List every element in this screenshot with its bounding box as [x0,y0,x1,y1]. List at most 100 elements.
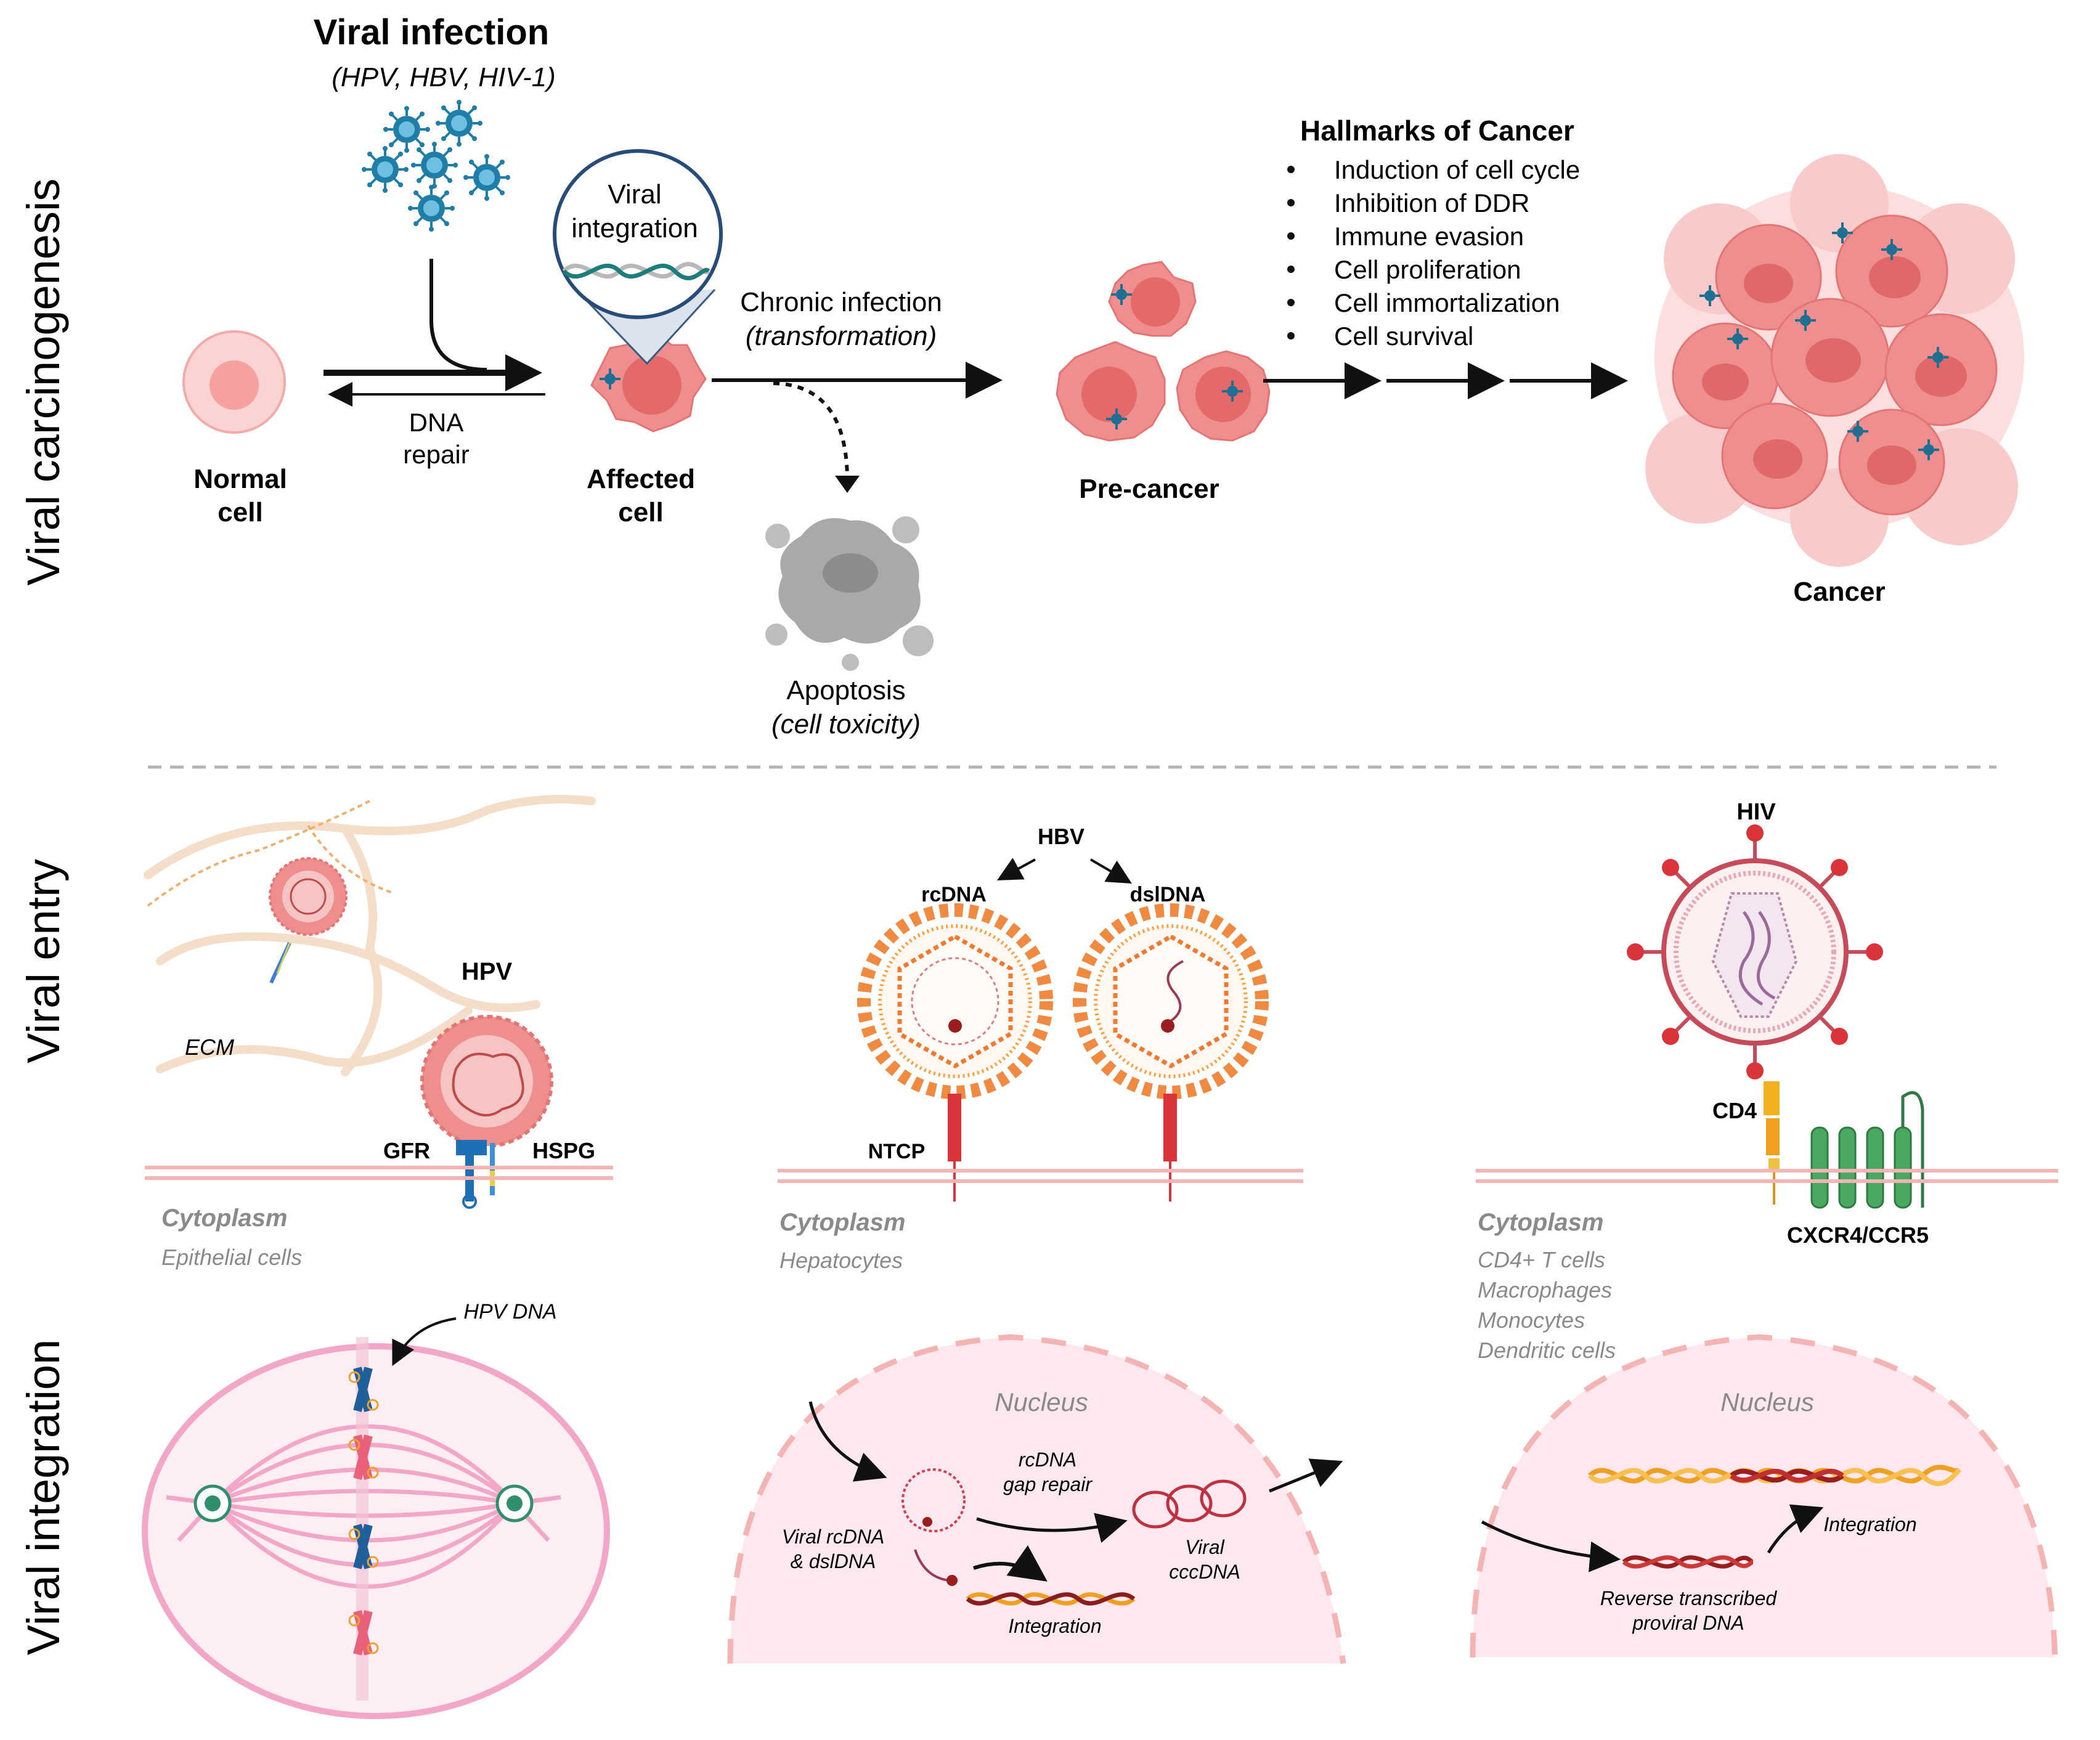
chromosome-pink [348,1610,379,1656]
hpv-virion [420,1015,553,1148]
rcdna-label: rcDNA [921,883,987,906]
cytoplasm-label-hbv: Cytoplasm [779,1209,906,1236]
cytoplasm-label-hiv: Cytoplasm [1478,1209,1604,1236]
hbv-arrow-right [1089,858,1132,884]
apoptosis-sub-label: (cell toxicity) [771,709,921,739]
normal-cell-label-2: cell [218,497,262,527]
cell-type-hiv: Monocytes [1478,1307,1585,1333]
apoptosis-label: Apoptosis [786,675,905,705]
hpv-dna-arrow [392,1317,457,1367]
membrane-hepatocyte [778,1169,1303,1183]
viral-rcdna-label-1: Viral rcDNA [782,1526,885,1548]
precancer-cells [1056,261,1271,442]
hpv-dna-label: HPV DNA [463,1300,556,1323]
dsldna-strand [914,1549,950,1582]
integrated-dna-hiv [1588,1465,1961,1486]
hbv-virion-rcdna [857,903,1053,1099]
chromosome-blue [348,1367,379,1412]
hbv-virion-dsldna [1073,903,1269,1099]
cell-type-hiv: Dendritic cells [1478,1338,1616,1363]
dna-repair-label-2: repair [403,440,469,469]
hbv-arrow-left [996,858,1036,880]
chronic-infection-label-1: Chronic infection [740,287,942,317]
gap-repair-label-2: gap repair [1003,1473,1093,1495]
ecm-label: ECM [185,1035,234,1060]
gfr-label: GFR [383,1138,430,1163]
cancer-label: Cancer [1793,577,1885,607]
hiv-nucleus [1470,1334,2058,1658]
apoptosis-dotted-arrow [773,381,849,481]
proviral-label-2: proviral DNA [1632,1612,1744,1634]
hpv-virion-small [269,857,348,984]
hallmark-item: Cell immortalization [1334,288,1560,317]
ntcp-receptors [948,1094,1177,1201]
coreceptor-label: CXCR4/CCR5 [1787,1222,1929,1248]
hiv-entry-arrow [1481,1520,1621,1572]
viral-rcdna-label-2: & dslDNA [791,1550,876,1572]
section-label-integration: Viral integration [18,1340,69,1656]
cccdna-icon [1132,1479,1247,1529]
virus-cluster-icon [360,99,511,233]
hiv-virus-label: HIV [1736,799,1776,825]
dna-repair-label-1: DNA [409,408,464,437]
cytoplasm-label-hpv: Cytoplasm [161,1205,288,1232]
hallmark-item: Cell proliferation [1334,255,1521,284]
hbv-nucleus [727,1334,1346,1664]
hallmarks-title: Hallmarks of Cancer [1300,115,1574,147]
cell-type-hiv: CD4+ T cells [1478,1247,1605,1272]
section-label-carcinogenesis: Viral carcinogenesis [18,179,69,586]
ntcp-label: NTCP [868,1140,926,1163]
hallmark-item: Induction of cell cycle [1334,155,1580,184]
hiv-nucleus-label: Nucleus [1720,1388,1814,1417]
hpv-receptors [456,1140,495,1209]
integration-arrow-hbv [973,1545,1048,1582]
integration-arrow-hiv [1767,1504,1824,1554]
coreceptor-icon [1810,1091,1924,1209]
membrane-epithelial [145,1166,613,1180]
integration-label-hiv: Integration [1823,1513,1916,1535]
normal-cell-label-1: Normal [193,464,287,494]
hbv-entry-arrow [808,1401,887,1482]
membrane-immune-cell [1476,1169,2058,1183]
mitotic-cell [142,1337,610,1719]
proviral-dna [1622,1555,1754,1569]
integrated-dna-icon [562,262,710,280]
chromosome-pink [348,1434,379,1480]
infection-curve-arrow [429,259,487,372]
hbv-nucleus-label: Nucleus [995,1388,1088,1417]
ecm-fibers [144,795,596,1076]
hallmark-item: Immune evasion [1334,222,1524,251]
hspg-label: HSPG [532,1138,595,1163]
cd4-receptor [1764,1081,1780,1205]
hpv-virus-label: HPV [462,958,513,985]
precancer-label: Pre-cancer [1079,474,1219,504]
section-label-entry: Viral entry [18,859,69,1063]
cccdna-label-2: cccDNA [1169,1561,1240,1583]
zoom-label-1: Viral [608,179,661,209]
normal-cell [182,330,286,434]
cancer-mass [1645,154,2024,567]
rcdna-circle [901,1468,966,1532]
cell-type-hbv: Hepatocytes [779,1248,903,1273]
integrated-dna-hbv [966,1592,1136,1606]
chromosome-blue [348,1524,379,1569]
gap-repair-arrow [976,1513,1128,1543]
affected-cell-label-2: cell [618,497,663,527]
hbv-exit-arrow [1269,1458,1343,1493]
affected-cell [590,331,707,433]
hiv-virion [1627,824,1883,1079]
hallmarks-list: Induction of cell cycle Inhibition of DD… [1287,155,1580,351]
proviral-label-1: Reverse transcribed [1600,1587,1778,1609]
cell-type-hpv: Epithelial cells [161,1245,302,1270]
viral-infection-title: Viral infection [314,12,549,52]
apoptotic-cell-icon [765,516,934,671]
ecm-orange-fiber [307,824,395,895]
gap-repair-label-1: rcDNA [1019,1449,1076,1471]
zoom-label-2: integration [571,213,698,243]
hbv-virus-label: HBV [1038,824,1085,849]
viral-infection-subtitle: (HPV, HBV, HIV-1) [332,62,555,92]
apoptosis-arrowhead [835,476,860,493]
cell-type-hiv: Macrophages [1478,1277,1612,1303]
ecm-orange-fiber [147,800,370,907]
